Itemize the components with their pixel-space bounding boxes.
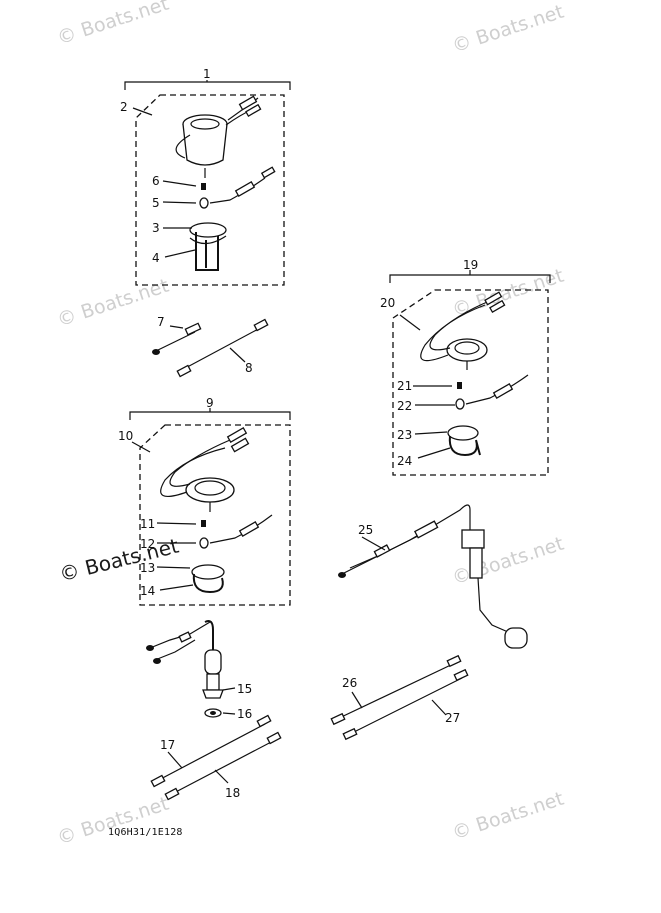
part-number-label: 9 xyxy=(206,396,214,410)
part-number-label: 17 xyxy=(160,738,175,752)
part-number-label: 16 xyxy=(237,707,252,721)
part-number-label: 18 xyxy=(225,786,240,800)
part-number-label: 23 xyxy=(397,428,412,442)
cable-26-27 xyxy=(330,654,469,741)
part-number-label: 14 xyxy=(140,584,155,598)
part-number-label: 7 xyxy=(157,315,165,329)
part-number-label: 24 xyxy=(397,454,412,468)
harness-25 xyxy=(338,504,528,649)
part-number-label: 11 xyxy=(140,517,155,531)
part-number-label: 2 xyxy=(120,100,128,114)
part-number-label: 12 xyxy=(140,537,155,551)
part-number-label: 8 xyxy=(245,361,253,375)
part-number-label: 1 xyxy=(203,67,211,81)
part-number-label: 15 xyxy=(237,682,252,696)
part-number-label: 3 xyxy=(152,221,160,235)
assembly-group-9 xyxy=(129,408,291,606)
part-number-label: 27 xyxy=(445,711,460,725)
cable-7-8 xyxy=(152,318,269,378)
part-number-label: 5 xyxy=(152,196,160,210)
sender-15-16 xyxy=(146,620,236,718)
assembly-group-1 xyxy=(124,80,291,286)
part-number-label: 21 xyxy=(397,379,412,393)
part-number-label: 20 xyxy=(380,296,395,310)
diagram-code: 1Q6H31/1E128 xyxy=(108,827,183,838)
part-number-label: 10 xyxy=(118,429,133,443)
part-number-label: 22 xyxy=(397,399,412,413)
part-number-label: 4 xyxy=(152,251,160,265)
part-number-label: 26 xyxy=(342,676,357,690)
part-number-label: 13 xyxy=(140,561,155,575)
part-number-label: 25 xyxy=(358,523,373,537)
assembly-group-19 xyxy=(389,270,551,476)
cable-17-18 xyxy=(150,714,282,801)
part-number-label: 19 xyxy=(463,258,478,272)
part-number-label: 6 xyxy=(152,174,160,188)
